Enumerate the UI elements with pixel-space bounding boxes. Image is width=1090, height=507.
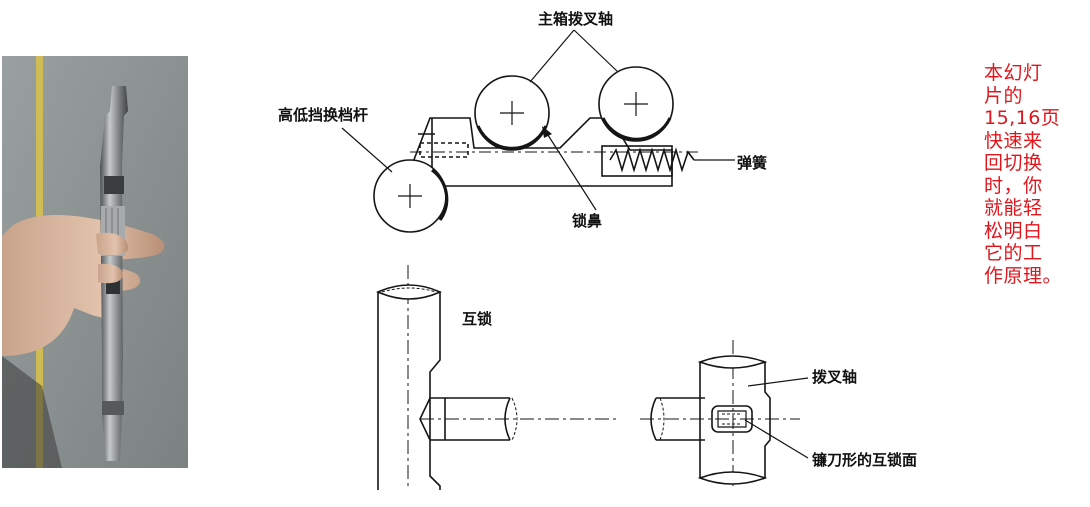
- interlock-section-drawing: [376, 265, 809, 490]
- label-spring: 弹簧: [737, 154, 768, 172]
- fork-shaft: [699, 362, 771, 478]
- note-line: 15,16页: [984, 107, 1061, 129]
- shift-lock-drawing: [341, 29, 735, 233]
- label-sickle-interlock-surface: 镰刀形的互锁面: [812, 451, 918, 469]
- bolt: [419, 142, 469, 158]
- label-range-shift-lever: 高低挡换档杆: [278, 106, 369, 124]
- note-line: 快速来: [984, 129, 1043, 152]
- vertical-shaft: [377, 292, 441, 490]
- note-line: 松明白: [984, 219, 1043, 242]
- label-shift-rails: 主箱拨叉轴: [538, 10, 614, 28]
- note-line: 就能轻: [984, 197, 1043, 219]
- side-note: 本幻灯 片的 15,16页 快速来 回切换 时，你 就能轻 松明白 它的工 作原…: [984, 62, 1076, 287]
- sickle-slot: [711, 405, 753, 433]
- label-interlock: 互锁: [462, 310, 493, 328]
- interlock-pin: [419, 397, 446, 441]
- label-lock-nose: 锁鼻: [572, 212, 603, 230]
- shaft-photo: [2, 56, 188, 468]
- note-line: 它的工: [984, 242, 1043, 264]
- note-line: 时，你: [984, 174, 1043, 197]
- note-line: 片的: [984, 84, 1024, 107]
- spring: [609, 147, 695, 173]
- shaft-photo-image: [2, 56, 188, 468]
- note-line: 回切换: [984, 152, 1043, 174]
- note-line: 作原理。: [984, 264, 1063, 287]
- note-line: 本幻灯: [984, 62, 1043, 84]
- label-fork-shaft: 拨叉轴: [812, 368, 858, 386]
